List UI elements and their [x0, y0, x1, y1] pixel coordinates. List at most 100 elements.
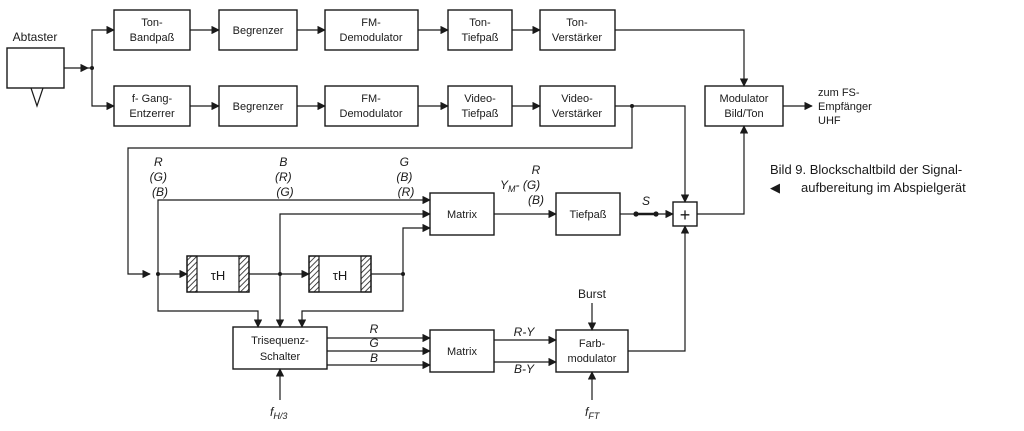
b-minus-y-label: B-Y [514, 362, 535, 376]
svg-text:G (B) (R): G (B) (R) [396, 155, 415, 199]
fgang-entzerrer-line-2: Entzerrer [129, 108, 175, 120]
abtaster-stylus [30, 87, 44, 108]
svg-text:Ton-Bandpaß: Ton- Bandpaß [130, 17, 175, 44]
output-label-line-2: Empfänger [818, 101, 872, 113]
caption-line-2: aufbereitung im Abspielgerät [801, 180, 966, 195]
fm-demodulator-1-line-2: Demodulator [340, 32, 403, 44]
wire-sum-to-modulator [697, 125, 749, 215]
trisequenz-schalter-block: Trisequenz- Schalter [232, 326, 328, 370]
ym-label-top: R [532, 163, 541, 177]
trisequenz-line-1: Trisequenz- [251, 335, 309, 347]
wire-tap-3-trisequenz [297, 274, 404, 328]
ym-suffix: - (G) [516, 178, 541, 192]
output-label-line-3: UHF [818, 115, 841, 127]
fh3-main: f [270, 405, 275, 419]
ym-subscript: M [508, 184, 516, 194]
caption-line-1: Bild 9. Blockschaltbild der Signal- [770, 162, 962, 177]
svg-text:Tiefpaß: Tiefpaß [570, 209, 607, 221]
wire-tap-2-matrix [279, 209, 431, 274]
fh3-label: fH/3 [270, 405, 287, 421]
matrix-1-block: Matrix [429, 192, 495, 236]
delay-line-2-label: τH [333, 268, 348, 283]
fft-label: fFT [585, 405, 601, 421]
wire-farbmodulator-to-sum [628, 225, 690, 352]
column-3-label-1: G [400, 155, 409, 169]
tiefpass-line-1: Tiefpaß [570, 209, 607, 221]
wire-to-fgang-entzerrer [91, 68, 115, 111]
fm-demodulator-2-block: FM-Demodulator [324, 85, 419, 127]
svg-text:Begrenzer: Begrenzer [233, 101, 284, 113]
begrenzer-2-line-1: Begrenzer [233, 101, 284, 113]
wire-tap-3-matrix [402, 223, 431, 274]
matrix-2-block: Matrix [429, 329, 495, 373]
signal-b-label: B [370, 351, 378, 365]
ton-tiefpass-line-2: Tiefpaß [462, 32, 499, 44]
wire-tap-1-trisequenz [157, 274, 263, 328]
ym-prefix: Y [500, 178, 509, 192]
column-3-label-3: (R) [398, 185, 415, 199]
column-1-label-3: (B) [152, 185, 168, 199]
delay-line-2: τH [308, 255, 372, 293]
svg-text:FM-Demodulator: FM-Demodulator [340, 93, 403, 120]
ton-verstaerker-block: Ton-Verstärker [539, 9, 616, 51]
ym-label: YM- (G) [500, 178, 540, 194]
delay-line-1-label: τH [211, 268, 226, 283]
burst-label: Burst [578, 287, 607, 301]
ton-bandpass-line-2: Bandpaß [130, 32, 175, 44]
svg-text:Matrix: Matrix [447, 346, 477, 358]
begrenzer-1-line-1: Begrenzer [233, 25, 284, 37]
ton-tiefpass-line-1: Ton- [469, 17, 491, 29]
farbmodulator-block: Farb-modulator [555, 329, 629, 373]
svg-text:Farb-modulator: Farb-modulator [568, 338, 617, 365]
begrenzer-2-block: Begrenzer [218, 85, 298, 127]
svg-text:f- Gang-Entzerrer: f- Gang- Entzerrer [129, 93, 175, 120]
tiefpass-block: Tiefpaß [555, 192, 621, 236]
ton-verstaerker-line-1: Ton- [566, 17, 588, 29]
trisequenz-line-2: Schalter [260, 351, 301, 363]
matrix-1-line-1: Matrix [447, 209, 477, 221]
svg-text:Trisequenz-Schalter: Trisequenz- Schalter [251, 335, 309, 363]
output-label-line-1: zum FS- [818, 87, 860, 99]
svg-text:Begrenzer: Begrenzer [233, 25, 284, 37]
modulator-line-2: Bild/Ton [724, 108, 763, 120]
column-1-label-2: (G) [150, 170, 167, 184]
fh3-subscript: H/3 [273, 411, 287, 421]
fgang-entzerrer-block: f- Gang- Entzerrer [113, 85, 191, 127]
signal-r-label: R [370, 322, 379, 336]
column-1-label-1: R [154, 155, 163, 169]
abtaster-block [6, 47, 65, 89]
wire-ton-to-modulator [615, 29, 749, 87]
video-verstaerker-line-1: Video- [561, 93, 593, 105]
begrenzer-1-block: Begrenzer [218, 9, 298, 51]
svg-text:FM-Demodulator: FM- Demodulator [340, 17, 403, 44]
fgang-entzerrer-line-1: f- Gang- [132, 93, 173, 105]
modulator-line-1: Modulator [720, 93, 769, 105]
svg-text:Ton-Tiefpaß: Ton- Tiefpaß [462, 17, 499, 44]
column-3-label-2: (B) [396, 170, 412, 184]
wire-tap-1-matrix [157, 195, 431, 274]
video-tiefpass-line-2: Tiefpaß [462, 108, 499, 120]
farbmodulator-line-2: modulator [568, 353, 617, 365]
svg-text:Ton-Verstärker: Ton-Verstärker [552, 17, 602, 44]
ton-bandpass-line-1: Ton- [141, 17, 163, 29]
video-tiefpass-line-1: Video- [464, 93, 496, 105]
ym-label-bottom: (B) [528, 193, 544, 207]
column-2-label-3: (G) [276, 185, 293, 199]
r-minus-y-label: R-Y [514, 325, 536, 339]
wire-to-ton-bandpass [91, 25, 115, 68]
svg-text:Matrix: Matrix [447, 209, 477, 221]
fm-demodulator-2-line-2: Demodulator [340, 108, 403, 120]
fft-subscript: FT [588, 411, 600, 421]
ton-bandpass-block: Ton- Bandpaß [113, 9, 191, 51]
farbmodulator-line-1: Farb- [579, 338, 606, 350]
matrix-2-line-1: Matrix [447, 346, 477, 358]
wire-video-to-sum [632, 105, 690, 203]
fm-demodulator-1-line-1: FM- [361, 17, 381, 29]
abtaster-label: Abtaster [13, 30, 58, 44]
delay-line-1: τH [186, 255, 250, 293]
column-2-label-2: (R) [275, 170, 292, 184]
summing-symbol: + [680, 205, 691, 225]
